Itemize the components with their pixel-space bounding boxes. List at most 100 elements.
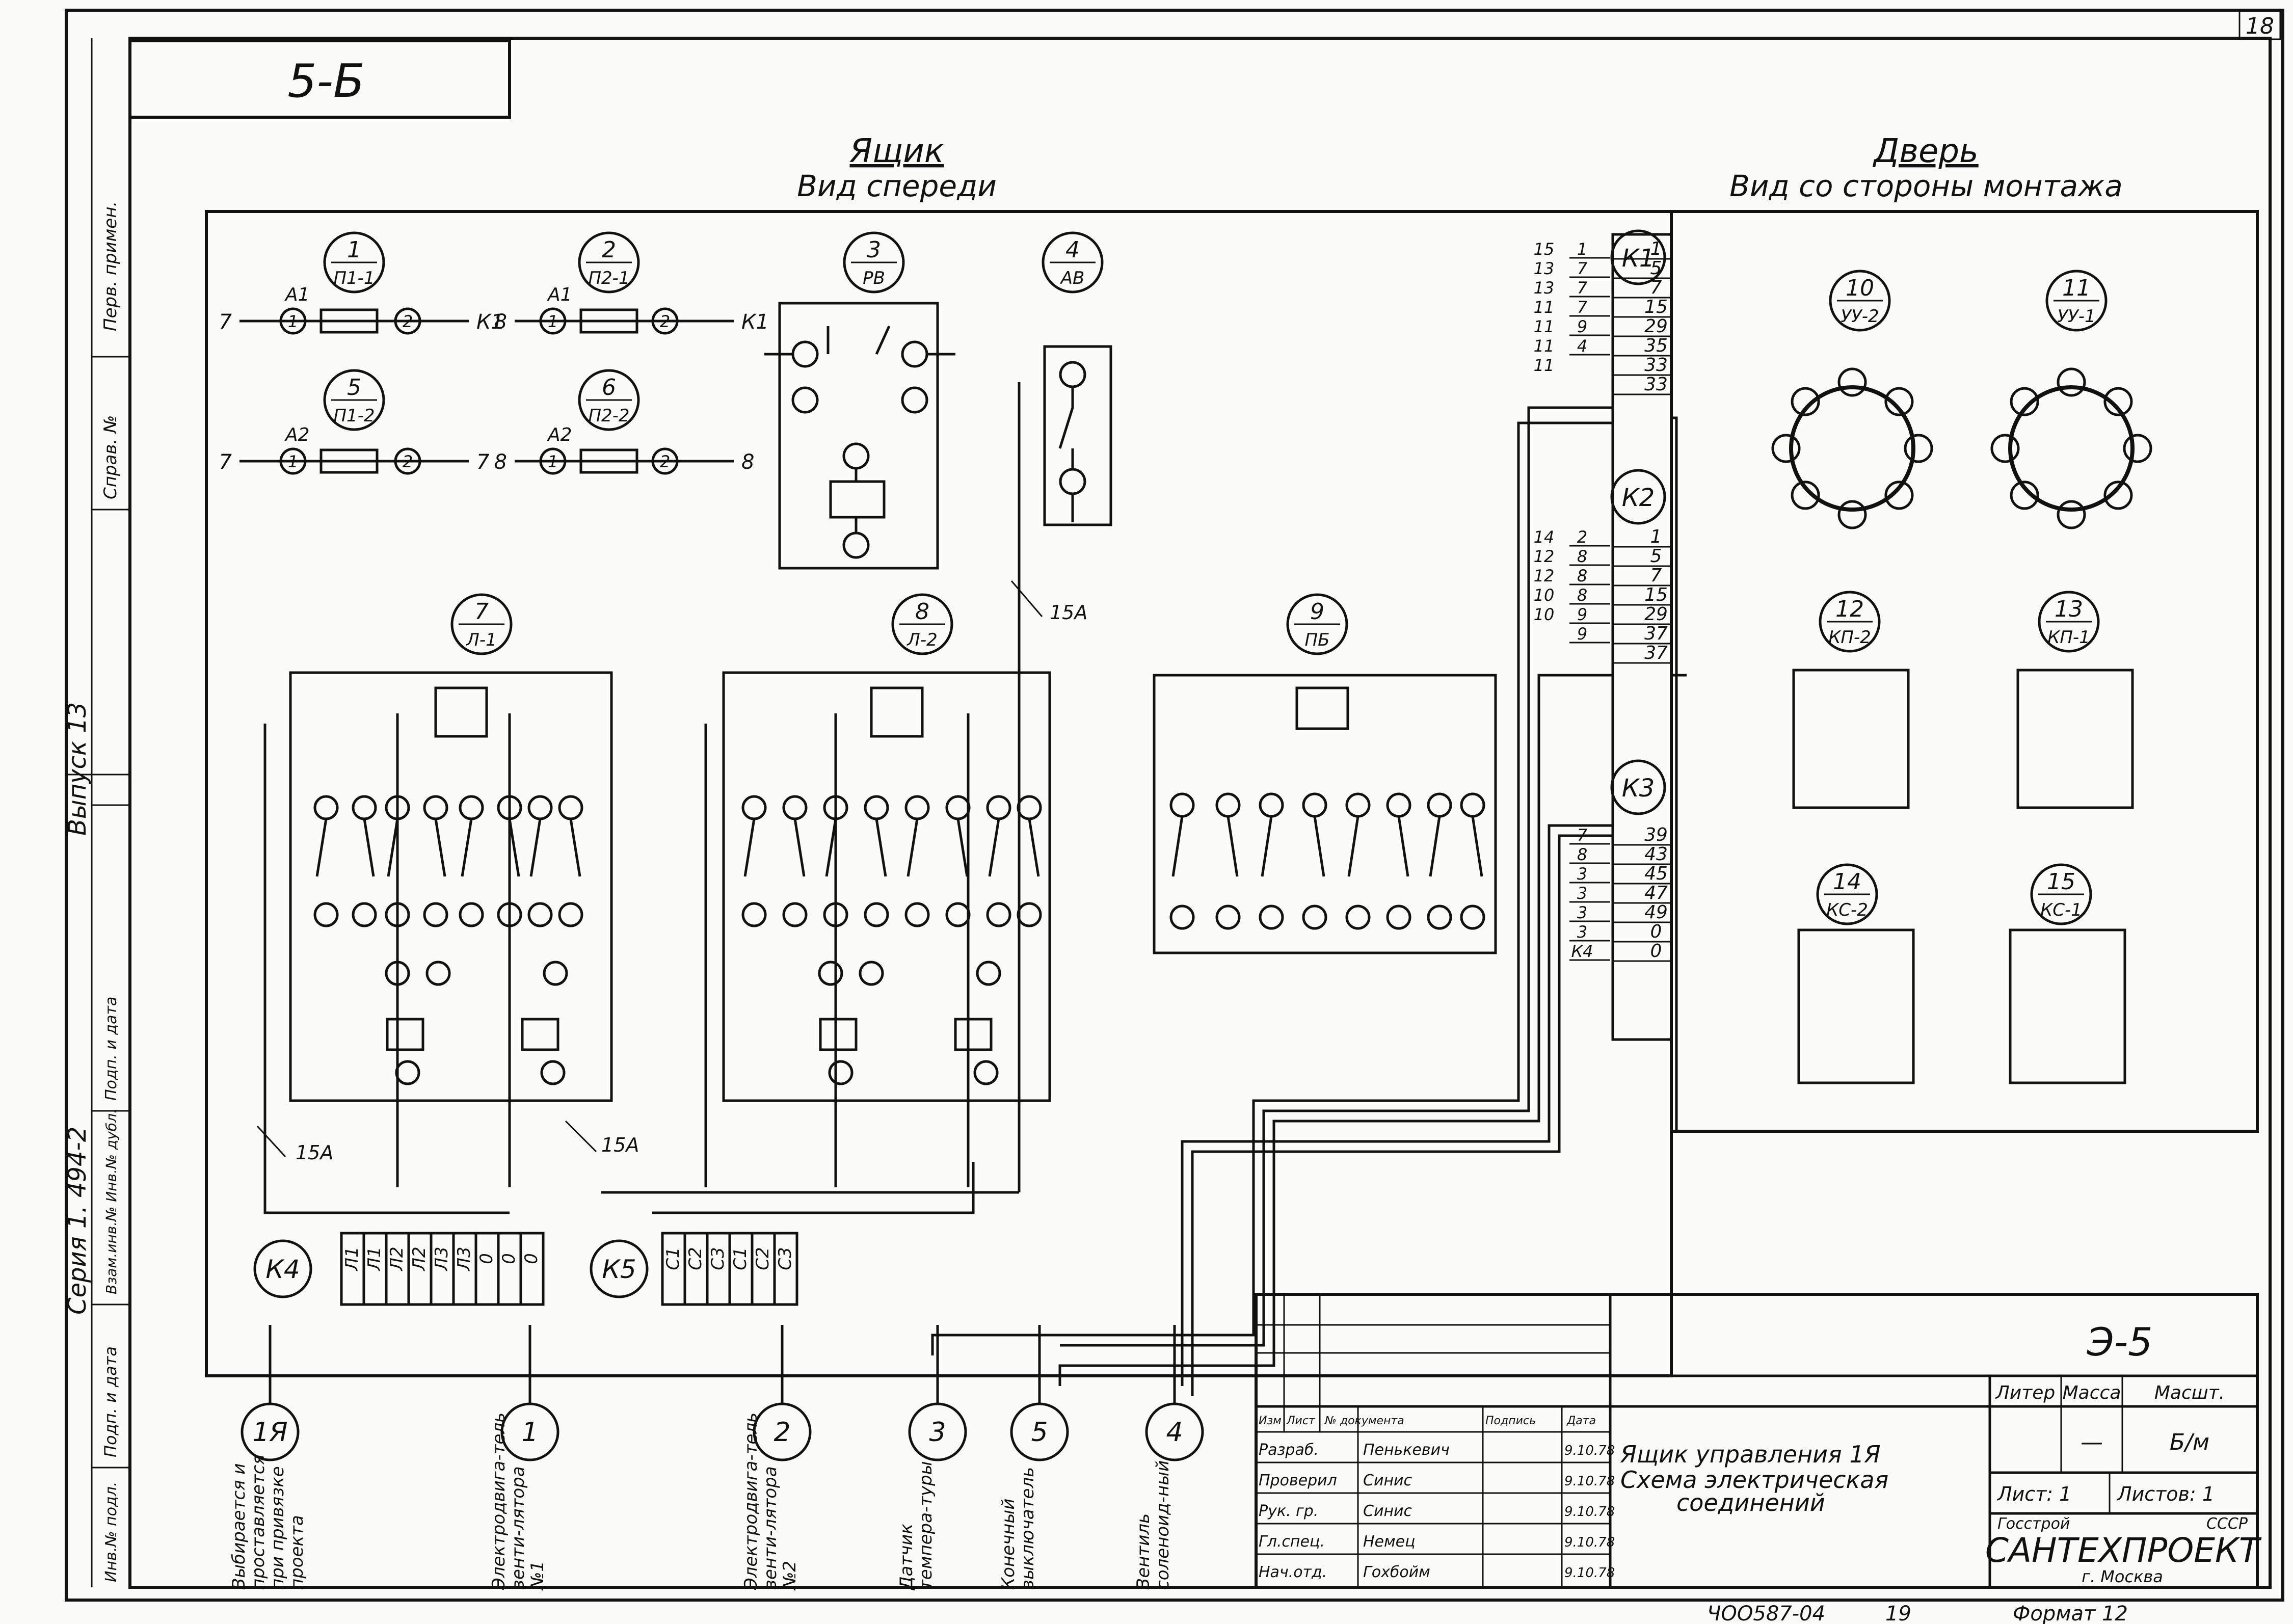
contact-terminal (904, 902, 930, 927)
contact-blade (569, 818, 581, 877)
terminal-row: 03 (1569, 921, 1671, 943)
terminal-wire: 10 (1534, 585, 1555, 605)
thermal-relay (386, 1018, 424, 1051)
contact-terminal (1460, 792, 1485, 818)
title-row-name: Гохбойм (1363, 1563, 1430, 1581)
terminal-cell (474, 1232, 500, 1306)
terminal-num: 37 (1644, 623, 1668, 644)
contact-blade (875, 818, 887, 877)
device-code: П2-1 (588, 268, 629, 288)
device-code: АВ (1060, 268, 1085, 288)
terminal-mark: 3 (1577, 922, 1587, 942)
terminal-wire: 11 (1534, 298, 1555, 317)
contact-terminal (423, 795, 448, 820)
terminal-num: 29 (1644, 604, 1668, 625)
terminal-row: 37 (1613, 643, 1671, 664)
contact-terminal (540, 1060, 566, 1085)
strip-cell-1: Перв. примен. (100, 201, 121, 331)
title-row-date: 9.10.78 (1564, 1474, 1615, 1489)
terminal-cell-label: Л2 (409, 1246, 430, 1271)
corner-number: 18 (2246, 13, 2274, 39)
device-code: Л-2 (906, 630, 937, 650)
device-number: 15 (2047, 869, 2075, 895)
contact-terminal (423, 902, 448, 927)
contact-terminal (352, 795, 377, 820)
terminal-row: 453 (1569, 863, 1671, 885)
contact-terminal (864, 795, 889, 820)
device-marker-9: 9ПБ (1286, 593, 1348, 655)
contact-terminal (527, 902, 553, 927)
terminal-row: 473 (1569, 883, 1671, 904)
contact-terminal (352, 902, 377, 927)
contact-blade (743, 818, 756, 877)
device-code: УУ-1 (2057, 306, 2095, 327)
contact-terminal (904, 795, 930, 820)
terminal-wire: 11 (1534, 336, 1555, 356)
selector-pin (2010, 481, 2039, 510)
terminal-block-name: К4 (265, 1255, 300, 1284)
fuse2-right: К1 (741, 310, 769, 334)
device-number: 3 (867, 237, 881, 263)
terminal-cell (497, 1232, 522, 1306)
terminal-mark: 7 (1577, 298, 1588, 317)
contact-terminal (976, 961, 1001, 986)
terminal-wire: 13 (1534, 278, 1555, 298)
device-code: П1-1 (333, 268, 375, 288)
terminal-label-k3: К3 (1610, 759, 1666, 815)
terminal-mark: 8 (1577, 585, 1587, 605)
contact-blade (1028, 818, 1040, 877)
contact-blade (461, 818, 473, 877)
left-strip: Перв. примен. Справ. № Подп. и дата Взам… (63, 38, 130, 1587)
contact-terminal (527, 795, 553, 820)
contact-terminal (1169, 792, 1195, 818)
selector-pin (2103, 481, 2133, 510)
contact-terminal (459, 795, 484, 820)
col-head-doc: № документа (1324, 1415, 1404, 1427)
device-code: РВ (863, 268, 885, 288)
contact-blade (1313, 816, 1325, 877)
contact-terminal (313, 795, 339, 820)
fuse2-p1: 1 (548, 312, 558, 331)
terminal-cell (773, 1232, 798, 1306)
external-device-caption: при привязке (268, 1466, 288, 1590)
terminal-mark: 7 (1577, 278, 1588, 298)
terminal-cell-label: С3 (708, 1247, 728, 1270)
title-row-name: Синис (1363, 1472, 1412, 1489)
bottom-code: ЧОО587-04 (1707, 1602, 1825, 1624)
external-device-number: 3 (929, 1417, 946, 1448)
terminal-wire: 13 (1534, 259, 1555, 278)
contact-blade (363, 818, 375, 877)
wire-mark-15a-left: 15А (296, 1141, 333, 1164)
strip-cell-5: Подп. и дата (101, 1346, 120, 1457)
wire-mark-15a-top: 15А (1050, 601, 1087, 624)
external-device-caption: темпера-туры (916, 1461, 936, 1590)
contact-terminal (1386, 792, 1411, 818)
contact-terminal (395, 1060, 420, 1085)
device-number: 7 (474, 599, 489, 625)
bottom-format: Формат 12 (2013, 1602, 2128, 1624)
contact-blade (825, 818, 837, 877)
device-number: 6 (602, 375, 616, 401)
device-marker-5: 5П1-2 (323, 369, 385, 431)
fuse1-a: А1 (284, 284, 310, 305)
title-row-role: Гл.спец. (1259, 1533, 1325, 1551)
external-device-caption: Датчик (896, 1524, 917, 1591)
selector-pin (1884, 387, 1914, 416)
title-line-2: Схема электрическая (1620, 1466, 1888, 1494)
terminal-num: 33 (1644, 355, 1668, 376)
terminal-label-k2: К2 (1610, 469, 1666, 525)
strip-cell-2: Справ. № (100, 415, 121, 499)
selector-pin (1771, 434, 1801, 463)
col-head-list: Лист (1286, 1415, 1316, 1427)
issue-label: Выпуск 13 (63, 702, 92, 836)
device-number: 13 (2055, 596, 2083, 622)
